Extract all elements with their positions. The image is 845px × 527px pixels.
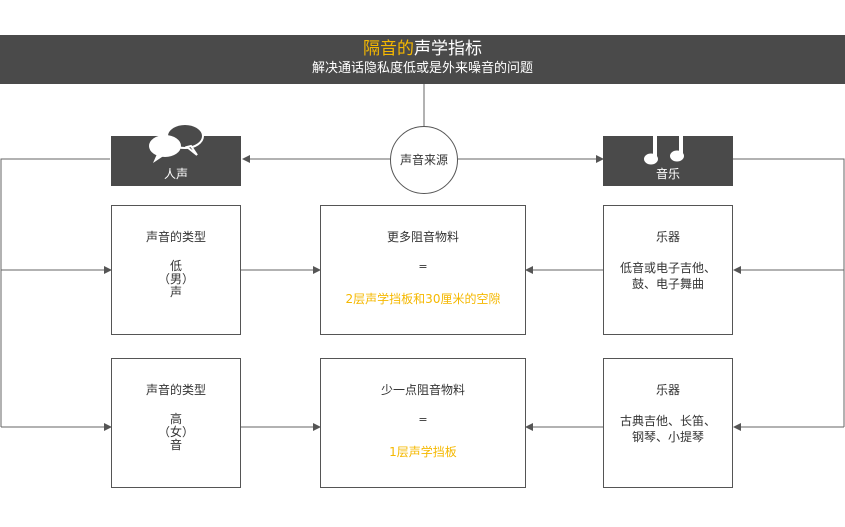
- voice-char: （男）: [157, 272, 194, 286]
- equals-sign: =: [418, 413, 428, 426]
- equals-sign: =: [418, 260, 428, 273]
- title-accent: 隔音的: [363, 39, 414, 59]
- voice-type-title: 声音的类型: [145, 383, 206, 397]
- human-voice-header: 人声: [111, 123, 241, 186]
- material-solution: 2层声学挡板和30厘米的空隙: [345, 292, 501, 306]
- material-solution: 1层声学挡板: [389, 445, 457, 459]
- header-bar: 隔音的声学指标 解决通话隐私度低或是外来噪音的问题: [0, 35, 845, 84]
- voice-char: 声: [169, 285, 182, 299]
- instrument-title: 乐器: [655, 383, 680, 397]
- music-header: 音乐: [603, 125, 733, 186]
- voice-type-title: 声音的类型: [145, 230, 206, 244]
- sound-source-label: 声音来源: [399, 153, 448, 167]
- instrument-line: 低音或电子吉他、: [619, 261, 716, 275]
- music-note-icon: [644, 125, 684, 165]
- diagram-title: 隔音的声学指标: [0, 38, 845, 60]
- voice-type-chars: 高 （女） 音: [112, 413, 240, 452]
- voice-char: 高: [169, 412, 182, 426]
- more-material-box: 更多阻音物料 = 2层声学挡板和30厘米的空隙: [320, 205, 526, 335]
- instrument-low-box: 乐器 低音或电子吉他、 鼓、电子舞曲: [603, 205, 733, 335]
- instrument-list: 低音或电子吉他、 鼓、电子舞曲: [604, 260, 732, 292]
- instrument-line: 钢琴、小提琴: [631, 430, 704, 444]
- voice-type-chars: 低 （男） 声: [112, 260, 240, 299]
- sound-source-circle: 声音来源: [390, 126, 458, 194]
- voice-char: 音: [169, 438, 182, 452]
- instrument-list: 古典吉他、长笛、 钢琴、小提琴: [604, 413, 732, 445]
- instrument-line: 鼓、电子舞曲: [631, 277, 704, 291]
- less-material-box: 少一点阻音物料 = 1层声学挡板: [320, 358, 526, 488]
- instrument-high-box: 乐器 古典吉他、长笛、 钢琴、小提琴: [603, 358, 733, 488]
- music-label: 音乐: [655, 167, 680, 181]
- voice-char: （女）: [157, 425, 194, 439]
- speech-bubbles-icon: [149, 123, 204, 163]
- instrument-line: 古典吉他、长笛、: [619, 414, 716, 428]
- voice-type-high-box: 声音的类型 高 （女） 音: [111, 358, 241, 488]
- human-voice-label: 人声: [163, 167, 188, 181]
- voice-char: 低: [169, 259, 182, 273]
- diagram-subtitle: 解决通话隐私度低或是外来噪音的问题: [311, 61, 533, 76]
- title-rest: 声学指标: [414, 39, 482, 59]
- material-title: 更多阻音物料: [386, 230, 459, 244]
- instrument-title: 乐器: [655, 230, 680, 244]
- voice-type-low-box: 声音的类型 低 （男） 声: [111, 205, 241, 335]
- material-title: 少一点阻音物料: [380, 383, 465, 397]
